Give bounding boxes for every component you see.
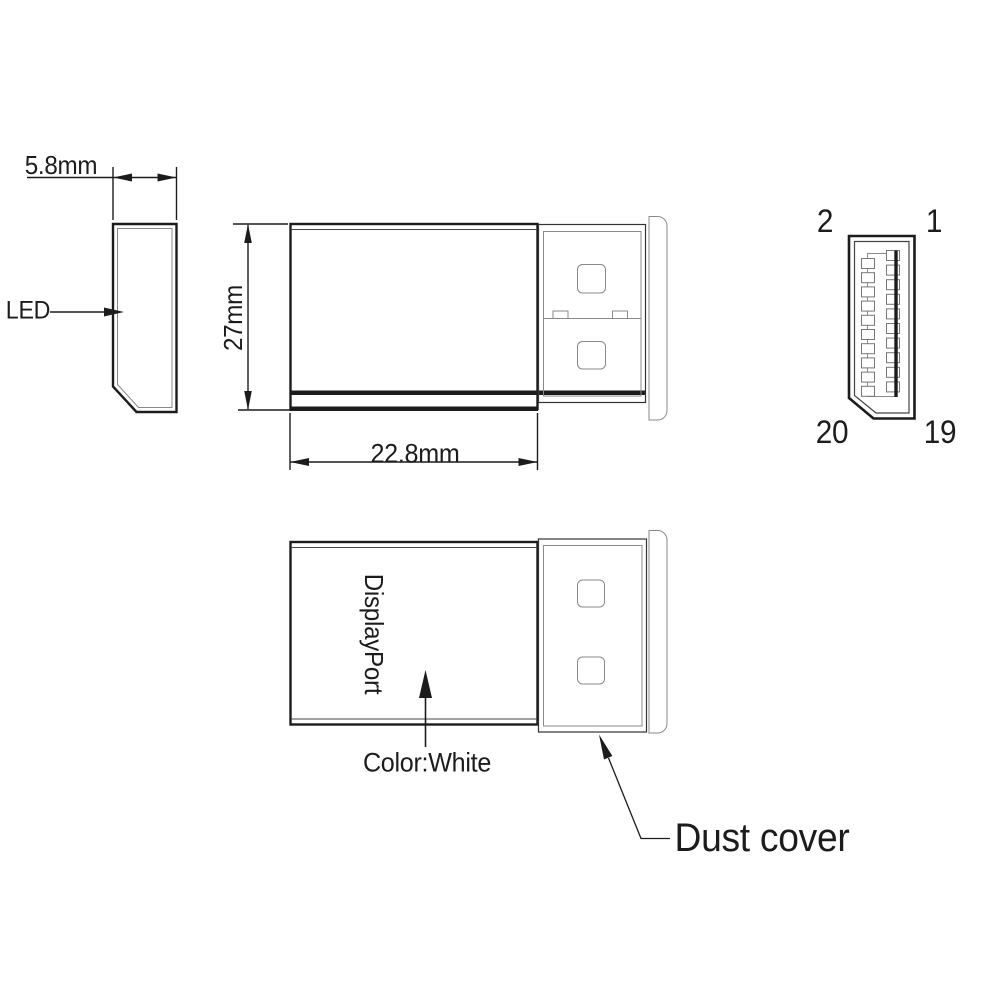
bottom-view-plug-shell [537,538,648,733]
led-leader [50,307,124,317]
top-view-plug-notch-left [552,310,569,319]
connector-pin [861,300,875,312]
length-dimension [289,413,539,470]
led-label: LED [5,296,51,325]
pin-column-left [861,258,875,397]
height-extension-ticks [233,223,290,411]
connector-pin [861,272,875,284]
height-arrow-up [244,224,252,243]
connector-pin [886,381,900,393]
connector-pin [861,286,875,298]
top-view-plug-inner [543,231,642,397]
pin-label-2: 2 [816,203,834,239]
side-view-outline [111,222,178,414]
connector-pin [861,357,875,369]
top-view-body [289,222,539,411]
connector-pin [886,352,900,364]
width-arrow-left [113,173,132,182]
connector-pin [861,371,875,383]
connector-pin [886,279,900,291]
side-view-inner-outline [117,228,173,408]
connector-pin [886,264,900,276]
color-label: Color:White [362,747,492,778]
connector-pin [861,343,875,355]
face-outline [847,234,916,420]
top-view-band-upper [290,390,646,395]
dimension-label-height: 27mm [218,284,248,352]
bottom-view-plug-hole-1 [577,579,605,608]
width-extension-lines [112,167,178,220]
color-arrowhead [419,670,432,698]
product-print-label: DisplayPort [359,573,389,695]
connector-pin [861,314,875,326]
top-view [289,216,668,421]
dust-cover-arrowhead [599,734,613,760]
connector-pin [886,337,900,349]
height-arrow-down [244,391,252,410]
face-inner-outline [853,240,910,414]
connector-pin [886,250,900,261]
pin-column-right [886,250,900,393]
bottom-view-body [289,540,539,726]
bottom-view [289,530,668,747]
width-dimension [27,167,178,220]
height-dimension [233,223,290,411]
connector-face-view [847,234,916,420]
led-arrowhead [104,307,124,317]
connector-pin [886,293,900,305]
bottom-view-inner-seams [291,547,537,720]
top-view-band-lower [290,406,538,411]
top-view-dust-cover [648,216,668,421]
connector-pin [886,308,900,320]
pin-label-20: 20 [815,414,849,450]
top-view-plug-hole-2 [577,341,606,370]
dimension-label-length: 22.8mm [370,438,460,469]
top-view-plug-shell [537,223,647,404]
bottom-view-plug-inner [543,545,643,727]
length-extension-lines [289,413,539,470]
width-arrow-right [157,173,177,182]
length-arrow-left [290,458,309,466]
bottom-view-dust-cover [648,530,668,734]
pin-label-1: 1 [925,203,943,239]
side-view [111,222,178,414]
dust-cover-leader-line [607,757,670,840]
pin-label-19: 19 [923,414,957,450]
connector-pin [861,258,875,269]
connector-pin [886,366,900,378]
connector-pin [861,385,875,397]
top-view-plug-notch-right [612,310,628,319]
length-arrow-right [518,458,538,466]
bottom-view-plug-hole-2 [577,656,605,685]
dust-cover-leader [599,734,670,840]
top-view-plug-hole-1 [577,264,606,294]
dimension-label-side-width: 5.8mm [24,150,98,180]
connector-pin [886,323,900,334]
dust-cover-label: Dust cover [674,816,850,860]
connector-pin [861,329,875,340]
